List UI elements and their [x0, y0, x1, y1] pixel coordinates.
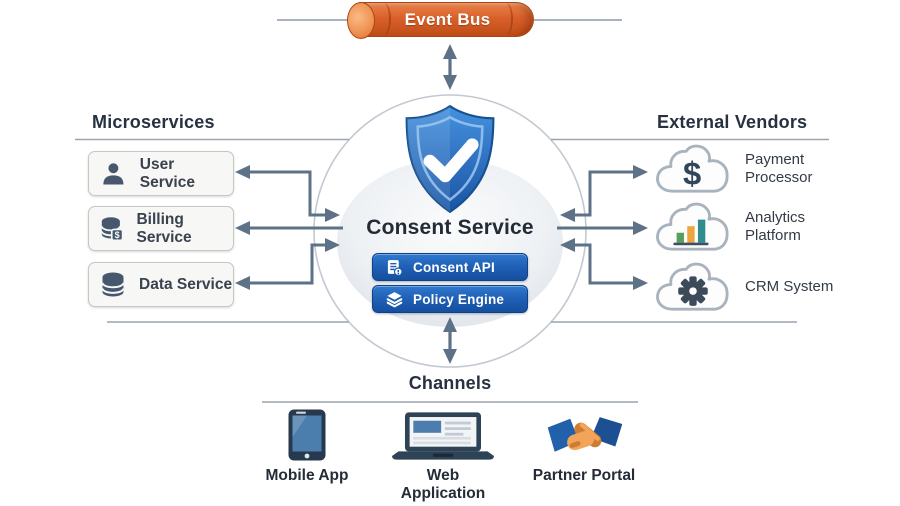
shield-check-icon [405, 104, 495, 214]
payment-processor-label: Payment Processor [745, 151, 813, 186]
arrow-crm-system [560, 238, 648, 290]
payment-processor-node: $ Payment Processor [652, 141, 813, 197]
channels-heading: Channels [408, 373, 492, 393]
external-vendors-heading: External Vendors [657, 112, 808, 132]
consent-api-bar: Consent API [372, 253, 528, 281]
data-service-label: Data Service [139, 275, 233, 293]
analytics-platform-label: Analytics Platform [745, 209, 806, 244]
arrow-user-service [235, 165, 340, 222]
event-bus-label: Event Bus [404, 9, 491, 29]
analytics-platform-node: Analytics Platform [652, 199, 805, 255]
laptop-icon [392, 412, 494, 460]
web-application-label: Web Application [400, 467, 486, 502]
policy-engine-label: Policy Engine [413, 291, 505, 307]
svg-text:$: $ [683, 155, 701, 192]
user-service-label: User Service [139, 155, 195, 191]
handshake-icon [547, 417, 623, 452]
analytics-cloud-icon [656, 202, 729, 251]
crm-system-node: CRM System [652, 259, 833, 315]
database-icon [101, 272, 125, 296]
gear-cloud-icon [656, 262, 729, 311]
cylinder-seam [377, 3, 391, 35]
event-bus-arrow [443, 44, 457, 90]
billing-service-label: Billing Service [136, 210, 192, 246]
user-service-box: User Service [88, 151, 234, 196]
channels-arrow [443, 317, 457, 364]
user-icon [103, 163, 124, 185]
cylinder-seam [499, 3, 513, 35]
policy-engine-layers-icon [386, 291, 403, 307]
microservices-heading: Microservices [92, 112, 215, 132]
crm-system-label: CRM System [745, 278, 834, 295]
arrow-billing-service [235, 221, 343, 235]
policy-engine-bar: Policy Engine [372, 285, 528, 313]
consent-api-label: Consent API [413, 259, 495, 275]
boundary-circle [313, 94, 587, 368]
billing-database-icon: $ [100, 216, 124, 241]
arrow-analytics-platform [557, 221, 648, 235]
arrow-payment-processor [560, 165, 648, 222]
event-bus-node: Event Bus [347, 2, 534, 39]
smartphone-icon [288, 409, 326, 461]
dollar-cloud-icon: $ [656, 144, 729, 193]
billing-service-box: $ Billing Service [88, 206, 234, 251]
consent-api-document-icon [387, 259, 403, 276]
svg-text:$: $ [115, 230, 120, 240]
partner-portal-label: Partner Portal [532, 467, 636, 484]
cylinder-cap [347, 2, 375, 39]
data-service-box: Data Service [88, 262, 234, 307]
consent-service-title: Consent Service [366, 216, 534, 239]
arrow-data-service [235, 238, 340, 290]
mobile-app-label: Mobile App [265, 467, 349, 484]
